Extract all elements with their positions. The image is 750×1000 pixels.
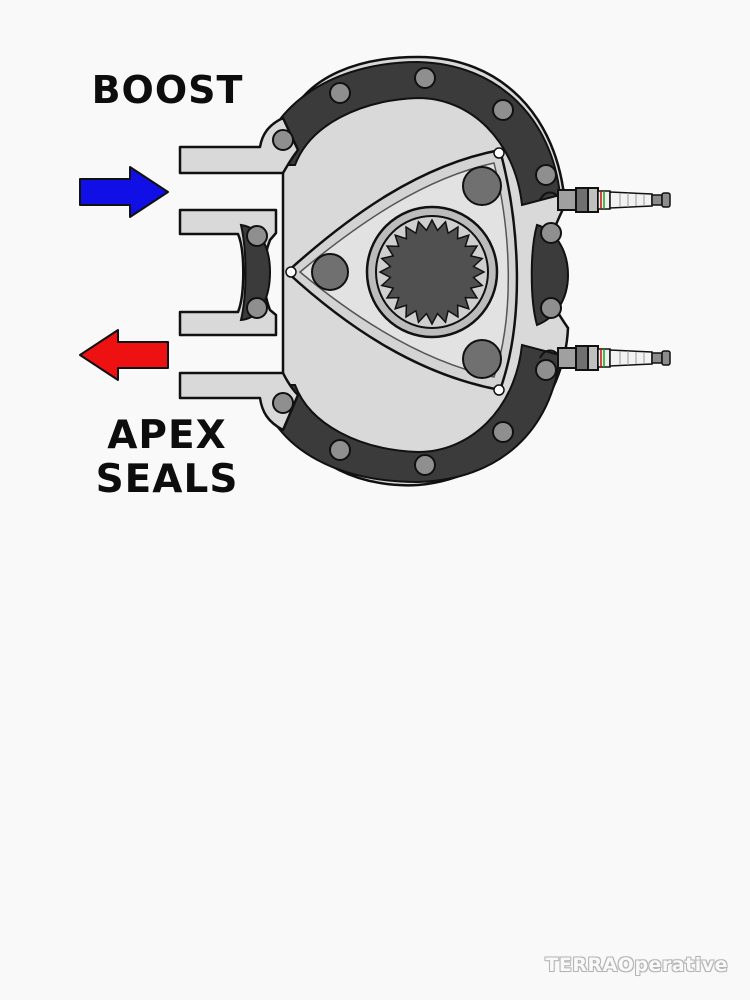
arrow-left-icon (79, 329, 169, 381)
exhaust-port (178, 371, 300, 432)
bolt (414, 67, 436, 89)
apex-label-line1: APEX (107, 413, 227, 458)
watermark: TERRAOperative (545, 954, 728, 976)
spark-plug-icon (539, 345, 671, 371)
bolt (272, 129, 294, 151)
bolt (492, 421, 514, 443)
housing-bolts (246, 67, 562, 476)
bolt (246, 225, 268, 247)
apex-label-line2: SEALS (95, 457, 239, 502)
eccentric-gear (378, 218, 486, 326)
intake-port (178, 116, 300, 175)
bolt (329, 82, 351, 104)
bolt (329, 439, 351, 461)
bolt (246, 297, 268, 319)
bolt (535, 359, 557, 381)
boost-label: BOOST (91, 68, 244, 112)
bolt (414, 454, 436, 476)
rotor-recess (462, 339, 502, 379)
bolt (535, 164, 557, 186)
apex-seals-label: APEX SEALS (62, 414, 272, 502)
spark-plug-icon (539, 187, 671, 213)
apex-seals (285, 147, 505, 396)
apex-seal (285, 266, 297, 278)
bolt (272, 392, 294, 414)
apex-seal (493, 147, 505, 159)
rotor-recess (462, 166, 502, 206)
bolt (492, 99, 514, 121)
rotor-recess (311, 253, 349, 291)
arrow-right-icon (79, 166, 169, 218)
bolt (540, 222, 562, 244)
rotor (285, 148, 519, 392)
bolt (540, 297, 562, 319)
apex-seal (493, 384, 505, 396)
